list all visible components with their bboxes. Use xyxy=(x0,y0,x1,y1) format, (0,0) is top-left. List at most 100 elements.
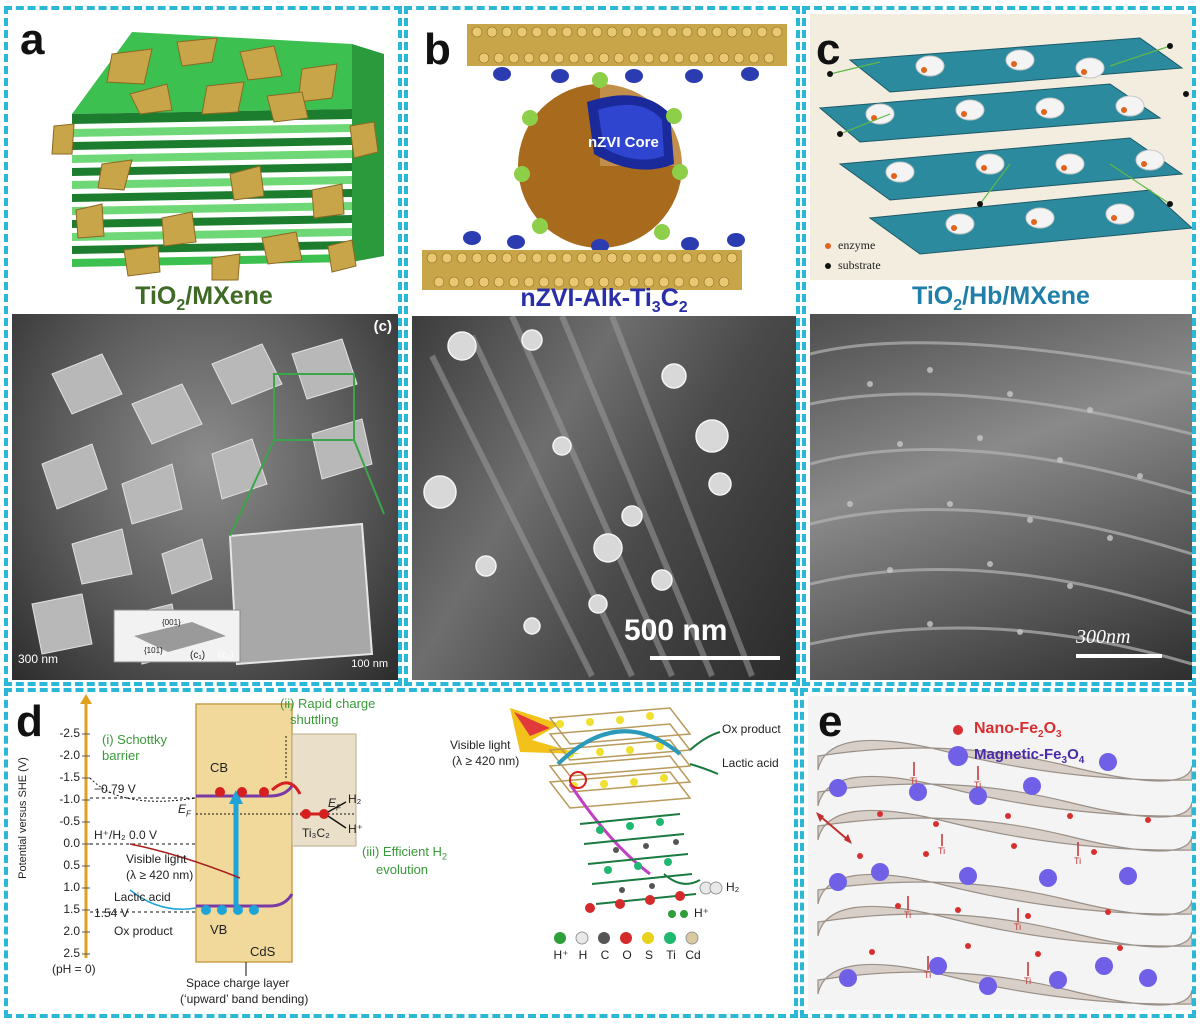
r-visible-light-label-1: Visible light xyxy=(450,738,511,752)
mxene-s-atoms xyxy=(556,712,668,790)
space-charge-label-1: Space charge layer xyxy=(186,976,290,990)
ti-bond-label: Ti xyxy=(904,910,912,920)
vb-label: VB xyxy=(210,922,228,937)
sem-scale-left: 300 nm xyxy=(18,652,59,666)
ti-bond-label: Ti xyxy=(974,780,982,790)
y-ticks xyxy=(82,733,90,955)
ti-bond-label: Ti xyxy=(1074,856,1082,866)
inset-face-101: {101} xyxy=(144,646,163,655)
ti-atoms xyxy=(596,818,672,874)
r-lactic-acid-label: Lactic acid xyxy=(722,756,779,770)
sem-scale-label: 500 nm xyxy=(624,614,728,647)
hplus-label: H⁺ xyxy=(348,822,363,836)
atom-legend-item: S xyxy=(644,948,653,962)
sem-sheets xyxy=(810,341,1192,666)
nano-fe2o3-particles xyxy=(857,811,1151,957)
panel-a-frame xyxy=(4,6,402,686)
lactic-acid-label: Lactic acid xyxy=(114,890,171,904)
magnetic-fe3o4-particles xyxy=(829,753,1157,995)
atom-legend-item: C xyxy=(600,948,610,962)
level-079-label: −0.79 V xyxy=(94,782,136,796)
sem-scale-bar xyxy=(650,656,780,660)
atom-legend-item: O xyxy=(622,948,632,962)
top-ti3c2-sheet xyxy=(467,24,787,83)
mxene-layer-stack xyxy=(72,32,384,267)
panel-c-letter: c xyxy=(816,25,841,74)
substrate-arrows xyxy=(829,45,1171,205)
y-tick-label: 0.0 xyxy=(63,836,80,850)
y-tick-label: -1.0 xyxy=(59,792,80,806)
sem-surface-particles xyxy=(847,367,1143,635)
y-tick-label: 1.0 xyxy=(63,880,80,894)
y-tick-labels: -2.5 -2.0 -1.5 -1.0 -0.5 0.0 0.5 1.0 1.5… xyxy=(50,726,80,968)
panel-e-letter: e xyxy=(818,697,843,746)
vb-holes xyxy=(201,905,259,915)
y-tick-label: -1.5 xyxy=(59,770,80,784)
sem-layered-stripes xyxy=(429,316,755,678)
ef-left-label: EF xyxy=(178,802,191,819)
bottom-ti3c2-sheet xyxy=(422,231,745,290)
sem-scale-label-c: 300nm xyxy=(1076,626,1131,648)
panel-c-title: TiO2/Hb/MXene xyxy=(912,282,1090,314)
cb-electrons xyxy=(215,787,269,797)
space-charge-label-2: (‘upward’ band bending) xyxy=(180,992,309,1006)
cds-block xyxy=(195,703,293,963)
schottky-label-1: (i) Schottky xyxy=(102,732,168,747)
panel-c-illustration: enzyme substrate xyxy=(810,14,1194,280)
ti-bond-label: Ti xyxy=(924,970,932,980)
atom-legend-item: Cd xyxy=(685,948,701,962)
schottky-label-2: barrier xyxy=(102,748,140,763)
atom-legend-item: H xyxy=(578,948,588,962)
ti3c2-label: Ti₃C₂ xyxy=(302,826,330,840)
panel-b-frame xyxy=(404,6,800,686)
nzvi-core-label: nZVI Core xyxy=(588,134,659,151)
panel-a-title: TiO2/MXene xyxy=(135,282,273,314)
cds-label: CdS xyxy=(250,944,276,959)
substrate-dots xyxy=(827,43,1189,207)
ti-bond-label: Ti xyxy=(910,776,918,786)
panel-a-illustration xyxy=(12,14,396,284)
h2-label: H₂ xyxy=(348,792,362,806)
inset-label-c2: (c₂) xyxy=(218,650,234,661)
efficient-label-1: (iii) Efficient H2 xyxy=(362,844,447,862)
ph-label: (pH = 0) xyxy=(52,962,96,976)
sem-scale-right: 100 nm xyxy=(351,658,388,670)
inset-face-001: {001} xyxy=(162,618,181,627)
atom-legend-dots xyxy=(554,931,699,945)
panel-b-letter: b xyxy=(424,25,451,74)
rapid-label-2: shuttling xyxy=(290,712,339,727)
ti-bond-label: Ti xyxy=(938,846,946,856)
panel-a-sem-image: (c) 300 nm 100 nm {001} {101} (c₁) (c₂) xyxy=(12,314,398,680)
nzvi-particle xyxy=(514,72,688,248)
vb-edge xyxy=(196,893,294,908)
efficient-label-2: evolution xyxy=(376,862,429,877)
ef-right-label: EF xyxy=(328,796,341,813)
atom-legend-item: Ti xyxy=(666,948,676,962)
panel-b-sem-image: 500 nm xyxy=(412,316,796,680)
inset-label-c1: (c₁) xyxy=(190,650,206,661)
mxene-lattice xyxy=(548,707,692,809)
panel-d-frame xyxy=(4,688,798,1018)
y-axis-label: Potential versus SHE (V) xyxy=(17,757,29,879)
electron-transfer-arrow xyxy=(556,729,682,766)
enzyme-markers xyxy=(871,61,1147,231)
panel-d-band-diagram: Potential versus SHE (V) -2.5 -2.0 -1.5 … xyxy=(10,694,450,1014)
y-tick-label: 0.5 xyxy=(63,858,80,872)
y-tick-label: -2.0 xyxy=(59,748,80,762)
h-h2-label: H⁺/H₂ 0.0 V xyxy=(94,828,158,842)
mxene-wavy-layers xyxy=(817,739,1193,1006)
visible-light-label-1: Visible light xyxy=(126,852,187,866)
panel-d-letter: d xyxy=(16,697,43,746)
ox-product-label: Ox product xyxy=(114,924,173,938)
panel-b-title: nZVI-Alk-Ti3C2 xyxy=(520,284,688,316)
r-visible-light-label-2: (λ ≥ 420 nm) xyxy=(452,754,520,768)
panel-a-letter: a xyxy=(20,15,45,64)
tio2-nanosheets xyxy=(51,37,379,281)
rapid-label-1: (ii) Rapid charge xyxy=(280,696,376,711)
sem-zoom-crystal xyxy=(228,522,374,666)
ti-oh-bonds xyxy=(907,762,1079,976)
legend-nano-fe2o3: Nano-Fe2O3 xyxy=(974,720,1062,741)
ti-bond-label: Ti xyxy=(1014,922,1022,932)
sem-nanoparticles xyxy=(423,329,732,635)
